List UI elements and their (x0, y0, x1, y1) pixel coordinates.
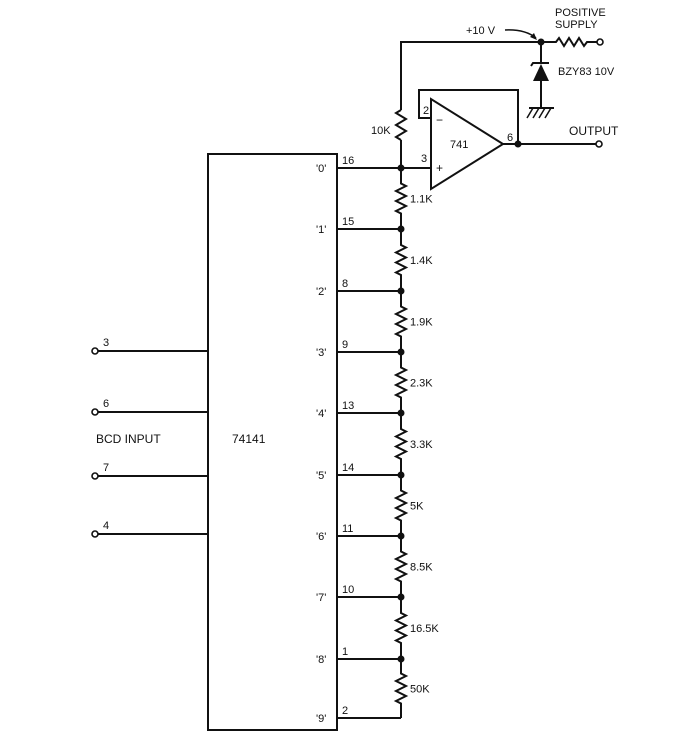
output-pin-3: 9 (342, 339, 348, 351)
opamp-741 (430, 97, 505, 191)
opamp-pin-3: 3 (421, 153, 427, 165)
output-label-2: '2' (316, 286, 326, 298)
ladder-resistor-label-8: 50K (410, 684, 430, 696)
opamp-part-label: 741 (450, 139, 468, 151)
bcd-terminal-0[interactable] (91, 347, 99, 355)
opamp-plus: + (436, 161, 443, 175)
decoder-outputs: '0' 16 '1' 15 '2' 8 '3' 9 '4' 13 '5' 14 '6' 11 '7' 10 '8… (316, 155, 405, 725)
bcd-input-label: BCD INPUT (96, 432, 161, 446)
ladder-resistor-label-6: 8.5K (410, 562, 433, 574)
output-pin-6: 11 (342, 523, 353, 535)
ladder-resistor-label-5: 5K (410, 501, 424, 513)
feedback-loop-wire (418, 89, 519, 144)
bcd-pin-3: 4 (103, 520, 109, 532)
bcd-pin-2: 7 (103, 462, 109, 474)
output-label-9: '9' (316, 713, 326, 725)
output-label-7: '7' (316, 592, 326, 604)
supply-terminal[interactable] (596, 38, 604, 46)
output-label: OUTPUT (569, 124, 619, 138)
output-label-5: '5' (316, 470, 326, 482)
voltage-arrowhead-icon (530, 33, 537, 40)
ic-74141-body (207, 153, 338, 731)
bcd-pin-1: 6 (103, 398, 109, 410)
ground-icon (526, 107, 554, 119)
zener-bar (530, 62, 549, 67)
opamp-pin-6: 6 (507, 132, 513, 144)
output-label-0: '0' (316, 163, 326, 175)
ladder-resistor-5 (393, 475, 409, 536)
bcd-pin-0: 3 (103, 337, 109, 349)
bcd-inputs: 3 6 7 4 (91, 337, 208, 538)
output-pin-4: 13 (342, 400, 354, 412)
ladder-resistor-label-0: 1.1K (410, 194, 433, 206)
supply-resistor (541, 36, 597, 48)
output-pin-5: 14 (342, 462, 354, 474)
ladder-resistor-2 (393, 291, 409, 352)
supply-wire (400, 41, 541, 110)
output-pin-8: 1 (342, 646, 348, 658)
ladder-resistor-0 (393, 168, 409, 229)
ladder-resistor-label-7: 16.5K (410, 623, 439, 635)
output-pin-0: 16 (342, 155, 354, 167)
resistor-ladder: 1.1K 1.4K 1.9K 2.3K 3.3K 5K 8.5K 16.5K 50K (393, 168, 439, 718)
output-label-6: '6' (316, 531, 326, 543)
output-label-8: '8' (316, 654, 326, 666)
ladder-resistor-6 (393, 536, 409, 597)
feedback-resistor-label: 10K (371, 125, 391, 137)
bcd-terminal-1[interactable] (91, 408, 99, 416)
opamp-pin-2: 2 (423, 105, 429, 117)
supply-title-line2: SUPPLY (555, 19, 598, 31)
ic-part-label: 74141 (232, 432, 266, 446)
bcd-terminal-3[interactable] (91, 530, 99, 538)
output-label-3: '3' (316, 347, 326, 359)
ladder-resistor-label-2: 1.9K (410, 317, 433, 329)
opamp-minus: − (436, 113, 443, 127)
ladder-resistor-label-3: 2.3K (410, 378, 433, 390)
ladder-resistor-3 (393, 352, 409, 413)
ladder-resistor-8 (393, 659, 409, 718)
feedback-resistor (394, 109, 408, 141)
output-node (514, 140, 522, 148)
output-pin-1: 15 (342, 216, 354, 228)
ladder-resistor-7 (393, 597, 409, 659)
output-pin-7: 10 (342, 584, 354, 596)
supply-title-line1: POSITIVE (555, 7, 606, 19)
ladder-resistor-label-4: 3.3K (410, 439, 433, 451)
zener-label: BZY83 10V (558, 66, 615, 78)
ladder-resistor-1 (393, 229, 409, 291)
output-label-4: '4' (316, 408, 326, 420)
output-terminal[interactable] (595, 140, 603, 148)
bcd-terminal-2[interactable] (91, 472, 99, 480)
output-pin-2: 8 (342, 278, 348, 290)
supply-voltage-label: +10 V (466, 25, 496, 37)
output-label-1: '1' (316, 224, 326, 236)
zener-diode-icon (533, 64, 549, 81)
output-pin-9: 2 (342, 705, 348, 717)
ladder-resistor-label-1: 1.4K (410, 255, 433, 267)
ladder-resistor-4 (393, 413, 409, 475)
